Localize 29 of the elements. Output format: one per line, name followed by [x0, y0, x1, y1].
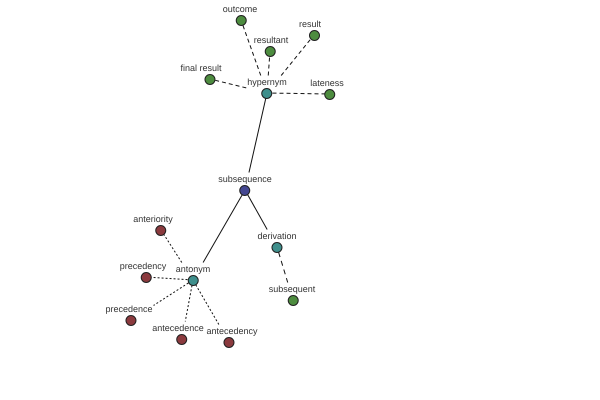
- dashed-connector: [268, 56, 270, 76]
- connector-line: [247, 194, 268, 230]
- dashed-connector: [184, 284, 192, 322]
- node-label: lateness: [310, 78, 344, 88]
- dashed-connector: [163, 234, 182, 263]
- node-label: antecedence: [152, 322, 204, 334]
- node-label: precedence: [105, 304, 153, 314]
- node-label: resultant: [254, 34, 288, 46]
- node-label: outcome: [222, 4, 258, 14]
- dashed-connector: [242, 24, 262, 76]
- node-label: antecedency: [206, 326, 258, 336]
- node-label: anteriority: [133, 214, 173, 224]
- node-label: subsequent: [268, 284, 316, 294]
- node-label: subsequence: [218, 174, 272, 184]
- dashed-connector: [280, 38, 312, 76]
- dashed-connector: [153, 282, 189, 306]
- node-label: hypernym: [247, 76, 287, 88]
- dashed-connector: [272, 92, 325, 94]
- dashed-connector: [195, 284, 220, 325]
- connector-line: [202, 194, 243, 263]
- node-label: result: [299, 18, 321, 30]
- dashed-connector: [278, 252, 288, 283]
- dashed-connector: [214, 80, 247, 88]
- node-label: antonym: [176, 264, 210, 274]
- dashed-connector: [151, 276, 188, 280]
- node-label: derivation: [257, 230, 297, 242]
- node-label: precedency: [120, 260, 166, 272]
- connector-line: [248, 98, 266, 173]
- node-label: final result: [180, 62, 222, 74]
